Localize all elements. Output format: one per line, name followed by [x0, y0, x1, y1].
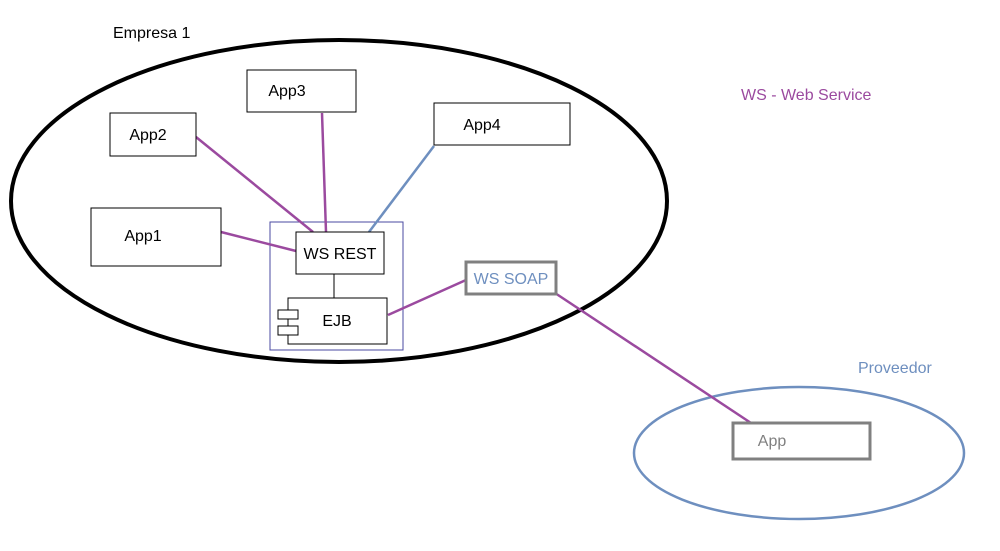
provider-app-label: App — [758, 433, 787, 450]
provider-app-box — [731, 421, 872, 461]
empresa-title: Empresa 1 — [113, 25, 190, 42]
empresa-boundary — [9, 38, 669, 364]
ejb-component-tab-bottom — [277, 325, 299, 336]
app3-box — [246, 69, 357, 113]
app3-label: App3 — [268, 83, 305, 100]
app1-box — [90, 207, 222, 267]
ws-soap-label: WS SOAP — [474, 271, 549, 288]
ws-soap-box — [464, 260, 558, 296]
app4-box — [433, 102, 571, 146]
ws-rest-label: WS REST — [304, 246, 377, 263]
service-container — [269, 221, 404, 351]
ejb-label: EJB — [322, 313, 351, 330]
ejb-component-tab-top — [277, 309, 299, 320]
connector-ejb-wssoap — [387, 278, 467, 317]
legend-text: WS - Web Service — [741, 87, 872, 104]
proveedor-boundary — [632, 385, 966, 521]
ejb-box — [287, 297, 388, 345]
app2-label: App2 — [129, 127, 166, 144]
ws-rest-box — [295, 231, 385, 275]
connector-app4-wsrest — [368, 145, 435, 233]
connector-app3-wsrest — [320, 112, 328, 233]
proveedor-title: Proveedor — [858, 360, 932, 377]
connector-app2-wsrest — [195, 136, 314, 233]
connector-app1-wsrest — [220, 230, 297, 253]
connector-wssoap-app — [554, 291, 752, 425]
app4-label: App4 — [463, 117, 500, 134]
app2-box — [109, 112, 197, 157]
app1-label: App1 — [124, 228, 161, 245]
